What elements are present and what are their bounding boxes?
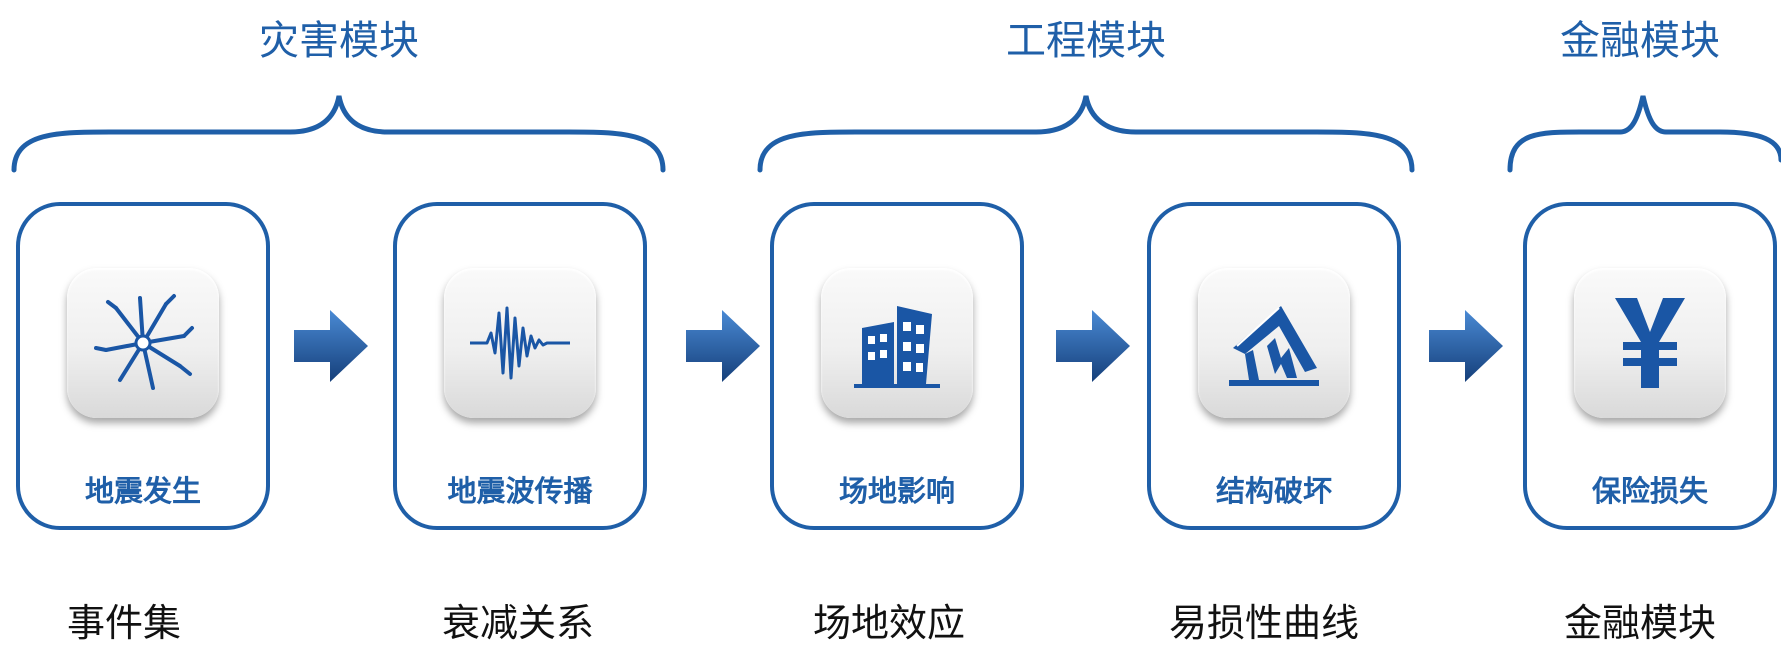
step-label: 保险损失 bbox=[1591, 474, 1708, 508]
seismic-wave-icon bbox=[470, 306, 570, 380]
arrow-right-icon bbox=[1056, 310, 1130, 382]
step-box-site-effect[interactable]: 场地影响 bbox=[770, 202, 1024, 530]
brace-finance bbox=[1507, 95, 1781, 173]
yen-icon bbox=[1615, 298, 1685, 388]
module-title-engineering: 工程模块 bbox=[1006, 18, 1166, 64]
arrow-right-icon bbox=[294, 310, 368, 382]
icon-tile bbox=[821, 268, 973, 418]
icon-tile bbox=[1198, 268, 1350, 418]
collapsing-building-icon bbox=[854, 306, 940, 388]
icon-tile bbox=[1574, 268, 1726, 418]
step-box-insurance-loss[interactable]: 保险损失 bbox=[1523, 202, 1777, 530]
crack-icon bbox=[94, 294, 194, 390]
step-label: 地震发生 bbox=[84, 474, 201, 508]
bottom-label-site-effect: 场地效应 bbox=[812, 601, 966, 645]
step-label: 结构破坏 bbox=[1215, 474, 1332, 508]
step-label: 场地影响 bbox=[838, 474, 955, 508]
damaged-structure-icon bbox=[1229, 306, 1319, 386]
step-label: 地震波传播 bbox=[447, 474, 593, 508]
module-title-finance: 金融模块 bbox=[1560, 18, 1720, 64]
brace-hazard bbox=[11, 95, 666, 173]
bottom-label-finance-module: 金融模块 bbox=[1563, 601, 1717, 645]
bottom-label-event-set: 事件集 bbox=[66, 601, 182, 645]
bottom-label-fragility-curve: 易损性曲线 bbox=[1168, 601, 1360, 645]
step-box-wave-propagation[interactable]: 地震波传播 bbox=[393, 202, 647, 530]
arrow-right-icon bbox=[686, 310, 760, 382]
bottom-label-attenuation: 衰减关系 bbox=[441, 601, 595, 645]
step-box-earthquake[interactable]: 地震发生 bbox=[16, 202, 270, 530]
arrow-right-icon bbox=[1429, 310, 1503, 382]
brace-engineering bbox=[757, 95, 1415, 173]
module-title-hazard: 灾害模块 bbox=[259, 18, 419, 64]
icon-tile bbox=[444, 268, 596, 418]
step-box-structural-damage[interactable]: 结构破坏 bbox=[1147, 202, 1401, 530]
icon-tile bbox=[67, 268, 219, 418]
